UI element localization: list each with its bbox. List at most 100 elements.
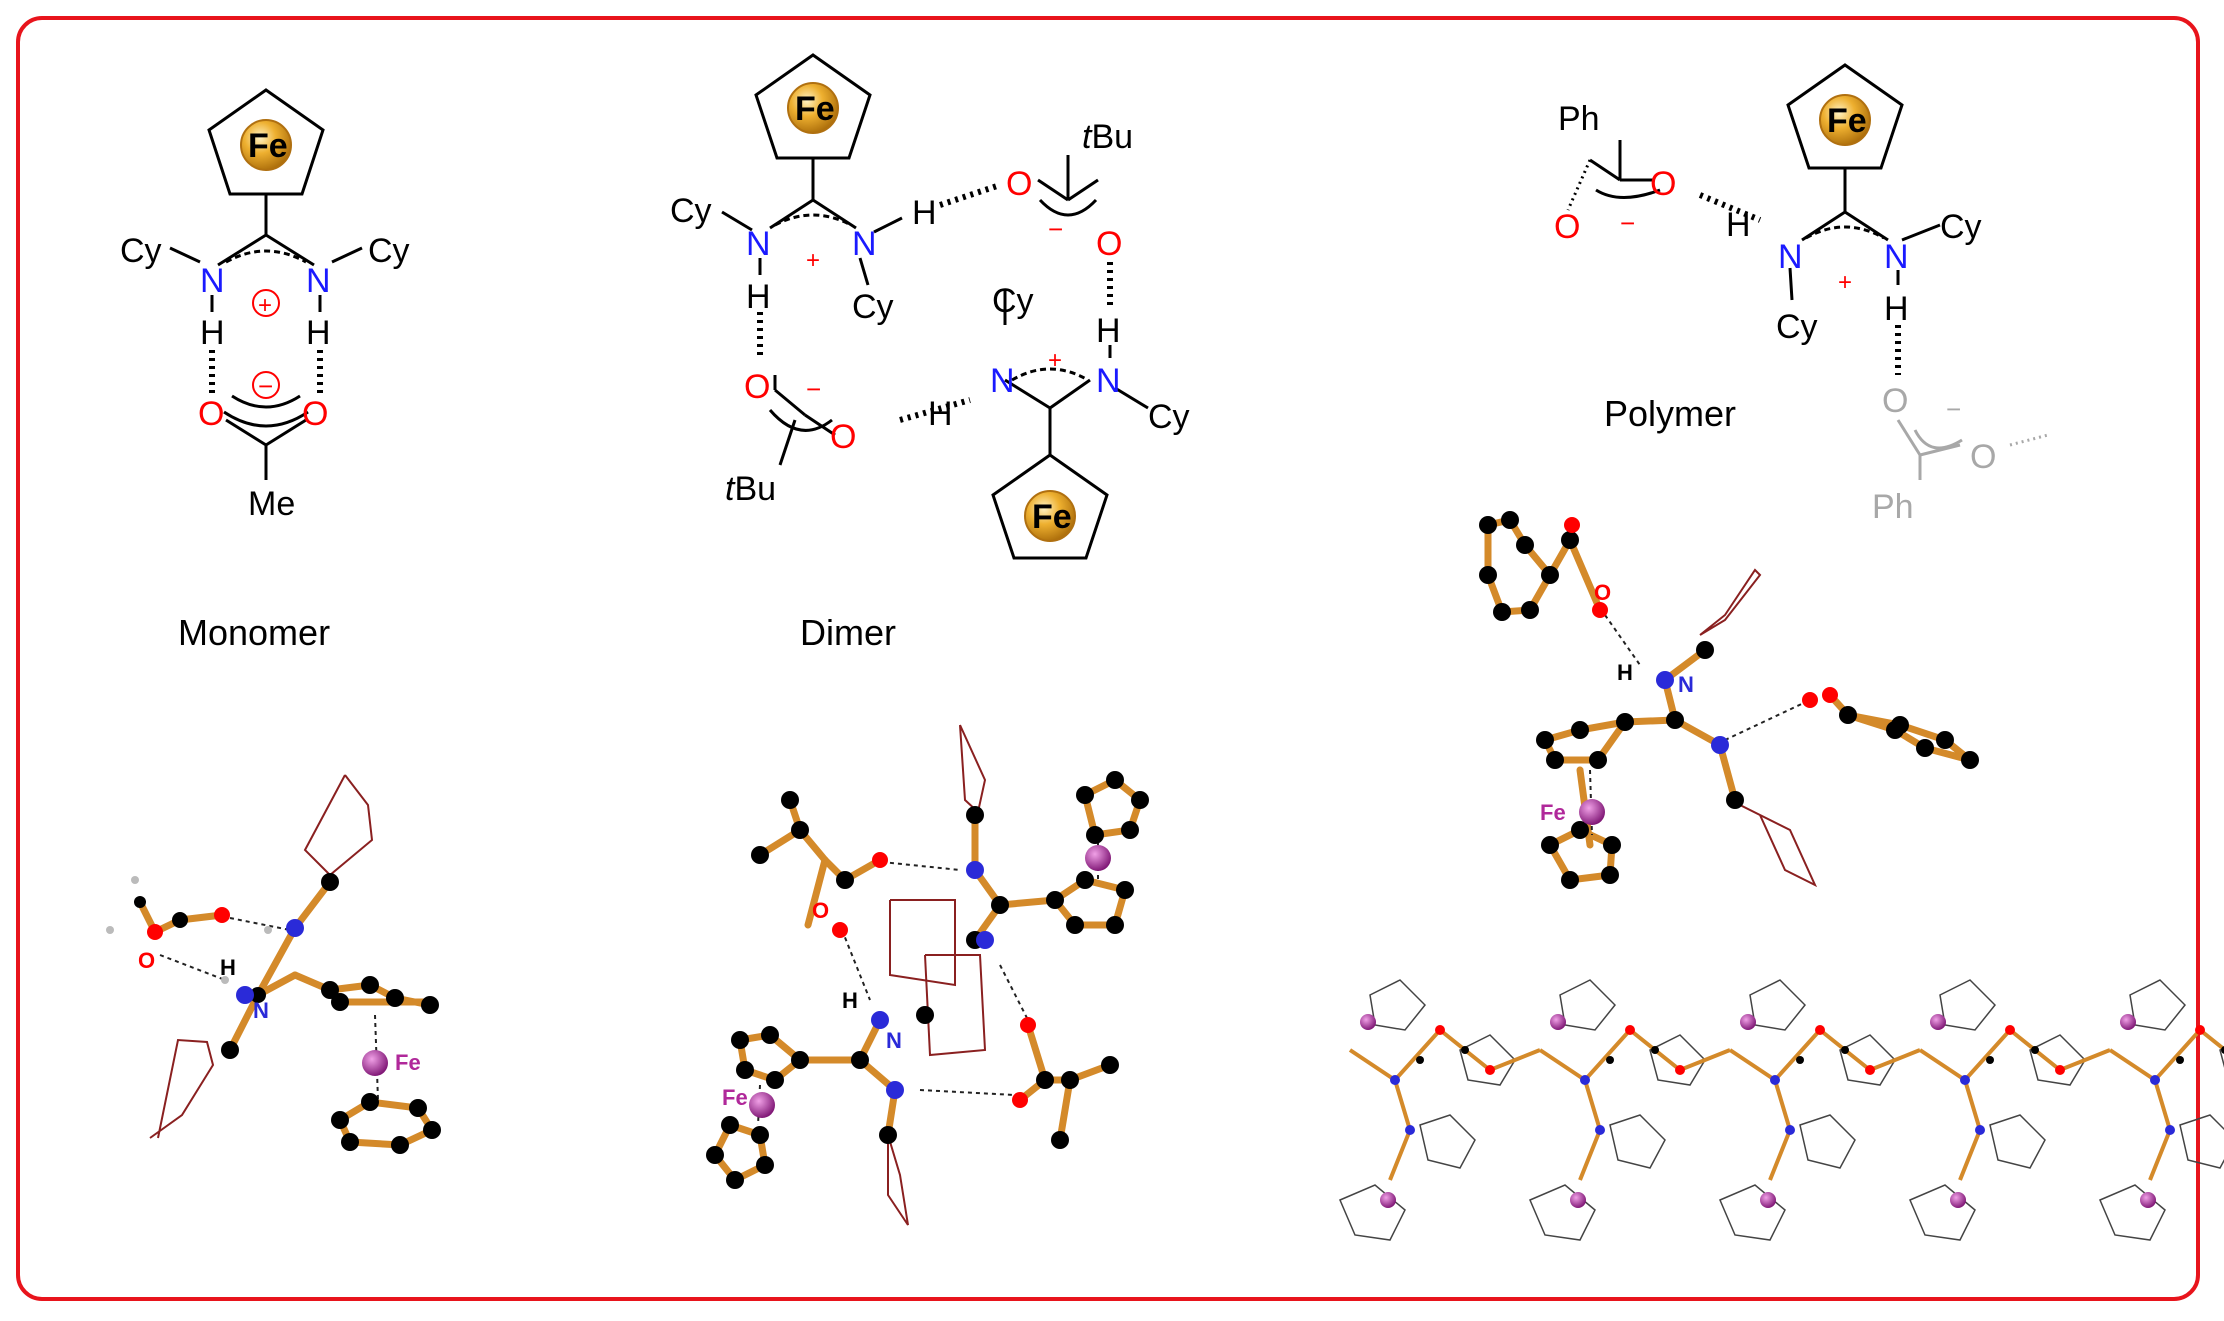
cyclohexyl-wire [1529,1184,1596,1241]
h-label: H [1617,660,1633,685]
n-label: N [886,1028,902,1053]
o-label: O [744,368,770,406]
n-label: N [1096,362,1121,400]
c-atom [2031,1046,2039,1054]
fe-ball [240,119,292,171]
o-label: O [1650,165,1676,203]
polymer-chain-packing [1339,979,2224,1241]
h-label: H [220,955,236,980]
cy-label: Cy [852,288,894,326]
n-atom [1580,1075,1590,1085]
tbu-label: tBu [1082,118,1133,156]
fe-label: Fe [1540,800,1566,825]
n-label: N [200,262,225,300]
n-atom [1960,1075,1970,1085]
c-atom [2176,1056,2184,1064]
n-label: N [1884,238,1909,276]
n-atom [1405,1125,1415,1135]
cy-label: Cy [1776,308,1818,346]
o-label: O [302,395,328,433]
o-label: O [1882,382,1908,420]
o-atom [1485,1065,1495,1075]
o-atom [1435,1025,1445,1035]
cap-group-label: Ph [1872,488,1914,526]
o-atom [2005,1025,2015,1035]
cy-label: Cy [1148,398,1190,436]
o-label: O [1096,225,1122,263]
cyclohexyl-wire [1649,1034,1706,1086]
minus-label: − [806,374,821,404]
cyclohexyl-wire [1909,1184,1976,1241]
cyclohexyl-wire [2219,1047,2224,1068]
cyclohexyl-wire [2099,1184,2166,1241]
monomer-crystal-structure: O H N Fe [106,774,441,1154]
h-label: H [928,395,953,433]
cap-group-label: Ph [1558,100,1600,138]
c-atom [2221,1046,2224,1054]
cyclohexyl-wire [2029,1034,2086,1086]
cy-label: Cy [670,192,712,230]
chain-backbone [1348,1027,1541,1083]
plus-label: + [1048,347,1062,374]
plus-label: + [1838,269,1852,296]
h-label: H [1096,312,1121,350]
n-atom [2150,1075,2160,1085]
cyclohexyl-wire [1559,979,1617,1031]
cyclohexyl-wire [1419,1114,1476,1169]
n-atom [1785,1125,1795,1135]
cyclohexyl-wire [1749,979,1807,1031]
fe-atom [1930,1014,1946,1030]
cyclohexyl-wire [1369,979,1427,1031]
n-label: N [1778,238,1803,276]
n-label: N [1678,672,1694,697]
cyclohexyl-wire [2179,1114,2224,1169]
cyclohexyl-wire [1839,1034,1896,1086]
n-atom [2165,1125,2175,1135]
fe-label: Fe [1827,102,1867,140]
o-atom [2195,1025,2205,1035]
cy-label: Cy [992,282,1034,320]
dimer-crystal-structure: O H N Fe [706,724,1149,1226]
o-atom [1865,1065,1875,1075]
o-label: O [812,898,829,923]
n-label: N [306,262,331,300]
c-atom [1416,1056,1424,1064]
c-atom [1606,1056,1614,1064]
cyclohexyl-wire [1339,1184,1406,1241]
fe-atom [2120,1014,2136,1030]
polymer-scheme [1566,63,2049,480]
n-label: N [990,362,1015,400]
n-atom [1770,1075,1780,1085]
n-label: N [852,225,877,263]
o-label: O [198,395,224,433]
fe-label: Fe [248,127,288,165]
o-label: O [830,418,856,456]
chain-backbone [2108,1027,2224,1083]
plus-label: + [258,292,272,319]
minus-label: − [258,371,273,401]
fe-atom [1950,1192,1966,1208]
cy-label: Cy [368,232,410,270]
n-label: N [746,225,771,263]
chain-backbone [1728,1027,1921,1083]
polymer-crystal-structure: O H N Fe [1479,511,1979,889]
plus-label: + [806,247,820,274]
cyclohexyl-wire [1799,1114,1856,1169]
fe-atom [2140,1192,2156,1208]
polymer-labels: Fe Ph O O − H N N + Cy Cy H O O − Ph [1554,100,1996,526]
o-atom [2055,1065,2065,1075]
tbu-label: tBu [725,470,776,508]
c-atom [1796,1056,1804,1064]
o-label: O [1594,580,1611,605]
fe-label: Fe [795,90,835,128]
dimer-labels: Fe Fe Cy N N + Cy H H O O − tBu Cy H N N… [670,90,1190,536]
o-label: O [1006,165,1032,203]
h-label: H [912,194,937,232]
h-label: H [306,314,331,352]
c-atom [1461,1046,1469,1054]
h-label: H [746,278,771,316]
chain-backbone [1538,1027,1731,1083]
fe-label: Fe [395,1050,421,1075]
o-label: O [1970,438,1996,476]
